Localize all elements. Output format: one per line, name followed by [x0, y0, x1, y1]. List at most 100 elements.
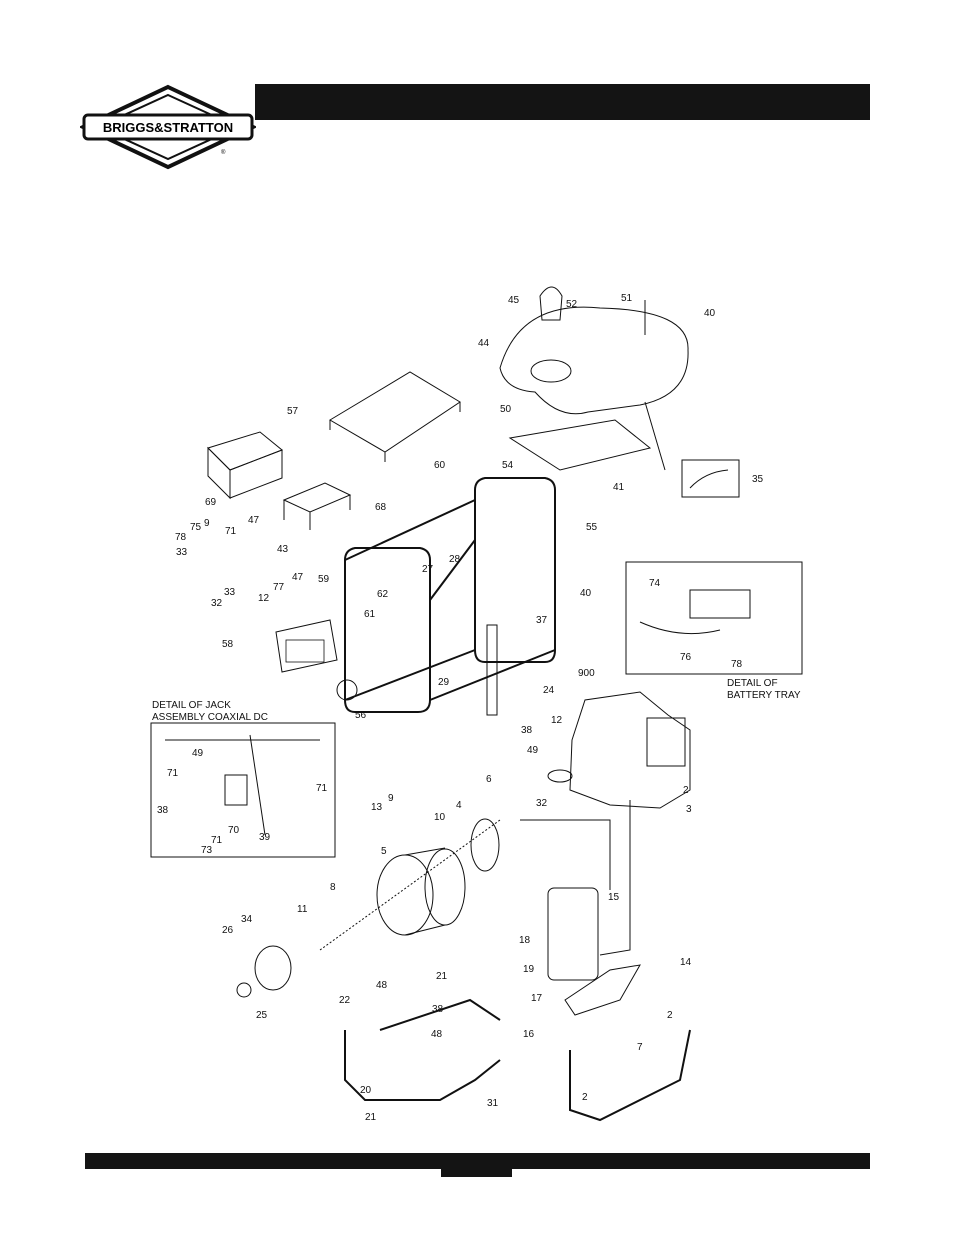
callout-45: 45 — [508, 295, 520, 306]
callout-5: 5 — [381, 846, 387, 857]
callout-73: 73 — [201, 845, 213, 856]
muffler — [547, 887, 599, 981]
callout-57: 57 — [287, 406, 299, 417]
callout-43: 43 — [277, 544, 289, 555]
callout-60: 60 — [434, 460, 446, 471]
callout-27: 27 — [422, 564, 434, 575]
callout-21b: 21 — [365, 1112, 377, 1123]
callout-39: 39 — [259, 832, 271, 843]
callout-75: 75 — [190, 522, 202, 533]
callout-26: 26 — [222, 925, 234, 936]
fuel-tank — [499, 306, 689, 415]
callout-31: 31 — [487, 1098, 499, 1109]
callout-50: 50 — [500, 404, 512, 415]
cradle-left — [344, 1030, 501, 1101]
knob-56 — [336, 679, 358, 701]
callout-24: 24 — [543, 685, 555, 696]
tank-pad — [508, 419, 652, 471]
callout-61: 61 — [364, 609, 376, 620]
callout-2c: 2 — [582, 1092, 588, 1103]
battery-tray-detail-box — [625, 561, 803, 675]
battery-tray — [282, 482, 352, 513]
callout-11: 11 — [297, 904, 308, 915]
callout-58: 58 — [222, 639, 234, 650]
jack-detail-title-1: DETAIL OF JACK — [152, 700, 231, 711]
control-panel — [275, 619, 338, 673]
callout-25: 25 — [256, 1010, 268, 1021]
frame-front — [344, 547, 431, 713]
jack-bracket — [224, 774, 248, 806]
cradle-right — [569, 1029, 691, 1122]
battery-detail-title-2: BATTERY TRAY — [727, 690, 801, 701]
svg-text:BRIGGS&STRATTON: BRIGGS&STRATTON — [103, 120, 233, 135]
callout-16: 16 — [523, 1029, 535, 1040]
footer-bar-right — [512, 1153, 870, 1169]
footer-bar-left — [85, 1153, 441, 1169]
callout-35: 35 — [752, 474, 764, 485]
callout-37: 37 — [536, 615, 548, 626]
callout-68: 68 — [375, 502, 387, 513]
callout-18: 18 — [519, 935, 531, 946]
callout-38c: 38 — [432, 1004, 444, 1015]
callout-33b: 33 — [224, 587, 236, 598]
callout-labels: 900 40 45 52 51 44 50 54 41 35 55 40 37 … — [157, 293, 764, 1123]
callout-59: 59 — [318, 574, 330, 585]
stator — [376, 854, 434, 936]
callout-33a: 33 — [176, 547, 188, 558]
callout-56: 56 — [355, 710, 367, 721]
rear-bearing-carrier — [470, 818, 500, 872]
callout-78a: 78 — [175, 532, 187, 543]
callout-19: 19 — [523, 964, 535, 975]
end-cover — [254, 945, 292, 991]
callout-4: 4 — [456, 800, 462, 811]
callout-15: 15 — [608, 892, 620, 903]
callout-77: 77 — [273, 582, 285, 593]
callout-70: 70 — [228, 825, 240, 836]
callout-52: 52 — [566, 299, 578, 310]
callout-2a: 2 — [683, 785, 689, 796]
callout-62: 62 — [377, 589, 389, 600]
callout-21a: 21 — [436, 971, 448, 982]
callout-12a: 12 — [258, 593, 270, 604]
callout-38b: 38 — [157, 805, 169, 816]
callout-40b: 40 — [580, 588, 592, 599]
callout-71b: 71 — [167, 768, 179, 779]
callout-12b: 12 — [551, 715, 563, 726]
callout-71a: 71 — [225, 526, 237, 537]
callout-8: 8 — [330, 882, 336, 893]
callout-2b: 2 — [667, 1010, 673, 1021]
battery-detail-title-1: DETAIL OF — [727, 678, 778, 689]
callout-55: 55 — [586, 522, 598, 533]
callout-22: 22 — [339, 995, 351, 1006]
footer-page-tab — [441, 1153, 512, 1177]
panel-tray — [329, 371, 461, 453]
callout-48b: 48 — [431, 1029, 443, 1040]
jack-detail-box — [150, 722, 336, 858]
callout-7: 7 — [637, 1042, 643, 1053]
callout-47b: 47 — [292, 572, 304, 583]
callout-71d: 71 — [211, 835, 223, 846]
callout-28: 28 — [449, 554, 461, 565]
callout-29: 29 — [438, 677, 450, 688]
callout-69: 69 — [205, 497, 217, 508]
callout-41: 41 — [613, 482, 625, 493]
callout-6: 6 — [486, 774, 492, 785]
callout-47a: 47 — [248, 515, 260, 526]
callout-3: 3 — [686, 804, 692, 815]
callout-40a: 40 — [704, 308, 716, 319]
callout-51: 51 — [621, 293, 633, 304]
bracket-24 — [486, 624, 498, 716]
callout-9b: 9 — [388, 793, 394, 804]
callout-78b: 78 — [731, 659, 743, 670]
callout-32a: 32 — [211, 598, 223, 609]
callout-49b: 49 — [527, 745, 539, 756]
callout-10: 10 — [434, 812, 446, 823]
fuel-gauge — [539, 286, 563, 321]
header-bar — [255, 84, 870, 120]
fuel-line-box — [681, 459, 740, 498]
fuel-cap-opening — [530, 359, 572, 383]
muffler-bracket — [564, 964, 641, 1016]
callout-9a: 9 — [204, 518, 210, 529]
briggs-stratton-logo: BRIGGS&STRATTON ® — [80, 84, 256, 170]
